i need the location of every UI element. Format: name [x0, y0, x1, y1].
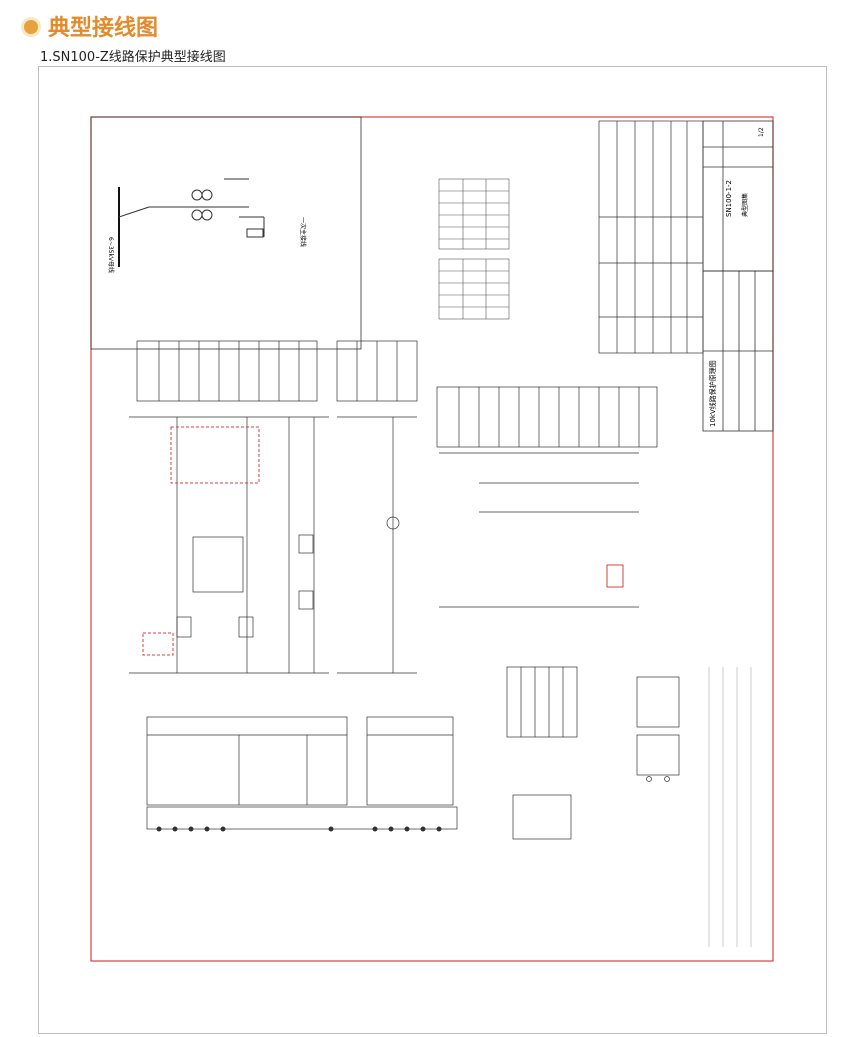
bus-label: 6~35kV母线	[107, 237, 115, 273]
notes-lines	[708, 667, 752, 947]
test-terminal-highlight	[606, 564, 624, 588]
signal-circuit	[336, 340, 418, 674]
sheet-number: 1/2	[758, 127, 765, 137]
terminal-dots	[156, 826, 442, 832]
drawing-title: 10kV线路保护原理图	[708, 360, 717, 427]
figure-caption: 1.SN100-Z线路保护典型接线图	[40, 50, 226, 65]
communication-circuit	[636, 676, 680, 782]
alarm-relay-circuit	[506, 666, 578, 840]
drawing-border	[90, 116, 774, 962]
primary-label: 一次主接线	[299, 217, 307, 247]
drawing-sheet: 6~35kV母线 一次主接线	[38, 66, 827, 1034]
wiring-diagram: 6~35kV母线 一次主接线	[90, 116, 774, 962]
section-header: 典型接线图 1.SN100-Z线路保护典型接线图	[14, 8, 854, 68]
protection-box-highlight	[170, 426, 260, 484]
switch-status-table-a	[438, 178, 510, 250]
terminal-box-highlight	[142, 632, 174, 656]
figure-number: SN100-1-2	[725, 180, 733, 217]
section-bullet-icon	[24, 20, 38, 34]
analog-input-circuit	[146, 716, 458, 830]
project-name: 典型图集	[741, 193, 749, 217]
equipment-table	[598, 120, 704, 354]
section-title: 典型接线图	[48, 16, 159, 41]
primary-wiring-box	[90, 116, 362, 350]
remote-signal-circuit	[436, 386, 658, 608]
control-circuit	[129, 340, 329, 674]
switch-status-table-b	[438, 258, 510, 320]
title-block	[702, 120, 774, 432]
